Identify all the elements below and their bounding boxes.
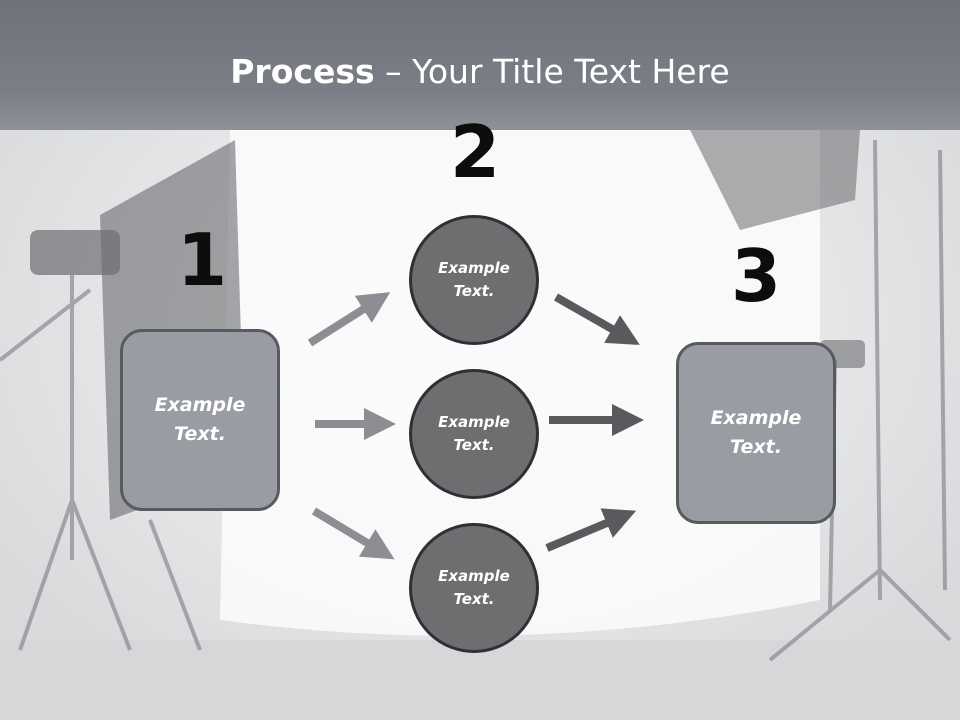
- step-2-circle-middle[interactable]: Example Text.: [409, 369, 539, 499]
- circle-bottom-text-line1: Example: [438, 567, 510, 585]
- arrow-bottom-to-right: [545, 508, 637, 552]
- step-1-text-line1: Example: [154, 394, 246, 416]
- step-3-text-line2: Text.: [730, 436, 782, 458]
- circle-top-text-line2: Text.: [453, 282, 495, 300]
- title-separator: –: [374, 52, 413, 91]
- title-rest: Your Title Text Here: [412, 52, 730, 91]
- step-3-text-line1: Example: [710, 407, 802, 429]
- softbox-right: [690, 130, 860, 230]
- step-number-2: 2: [450, 110, 501, 194]
- studio-light-stand: [30, 230, 120, 275]
- step-number-1: 1: [177, 218, 228, 302]
- step-1-box[interactable]: Example Text.: [120, 329, 280, 511]
- circle-middle-text-line2: Text.: [453, 436, 495, 454]
- step-number-3: 3: [731, 234, 782, 318]
- step-2-circle-top[interactable]: Example Text.: [409, 215, 539, 345]
- circle-bottom-text-line2: Text.: [453, 590, 495, 608]
- step-2-circle-bottom[interactable]: Example Text.: [409, 523, 539, 653]
- arrow-left-to-top: [307, 292, 391, 347]
- title-bold: Process: [230, 52, 375, 91]
- arrow-left-to-bottom: [311, 507, 395, 560]
- arrow-top-to-right: [554, 293, 640, 345]
- step-3-box[interactable]: Example Text.: [676, 342, 836, 524]
- circle-middle-text-line1: Example: [438, 413, 510, 431]
- circle-top-text-line1: Example: [438, 259, 510, 277]
- slide-title: Process – Your Title Text Here: [0, 52, 960, 91]
- title-band: [0, 0, 960, 130]
- right-arrow-icon: [307, 292, 644, 560]
- step-1-text-line2: Text.: [174, 423, 226, 445]
